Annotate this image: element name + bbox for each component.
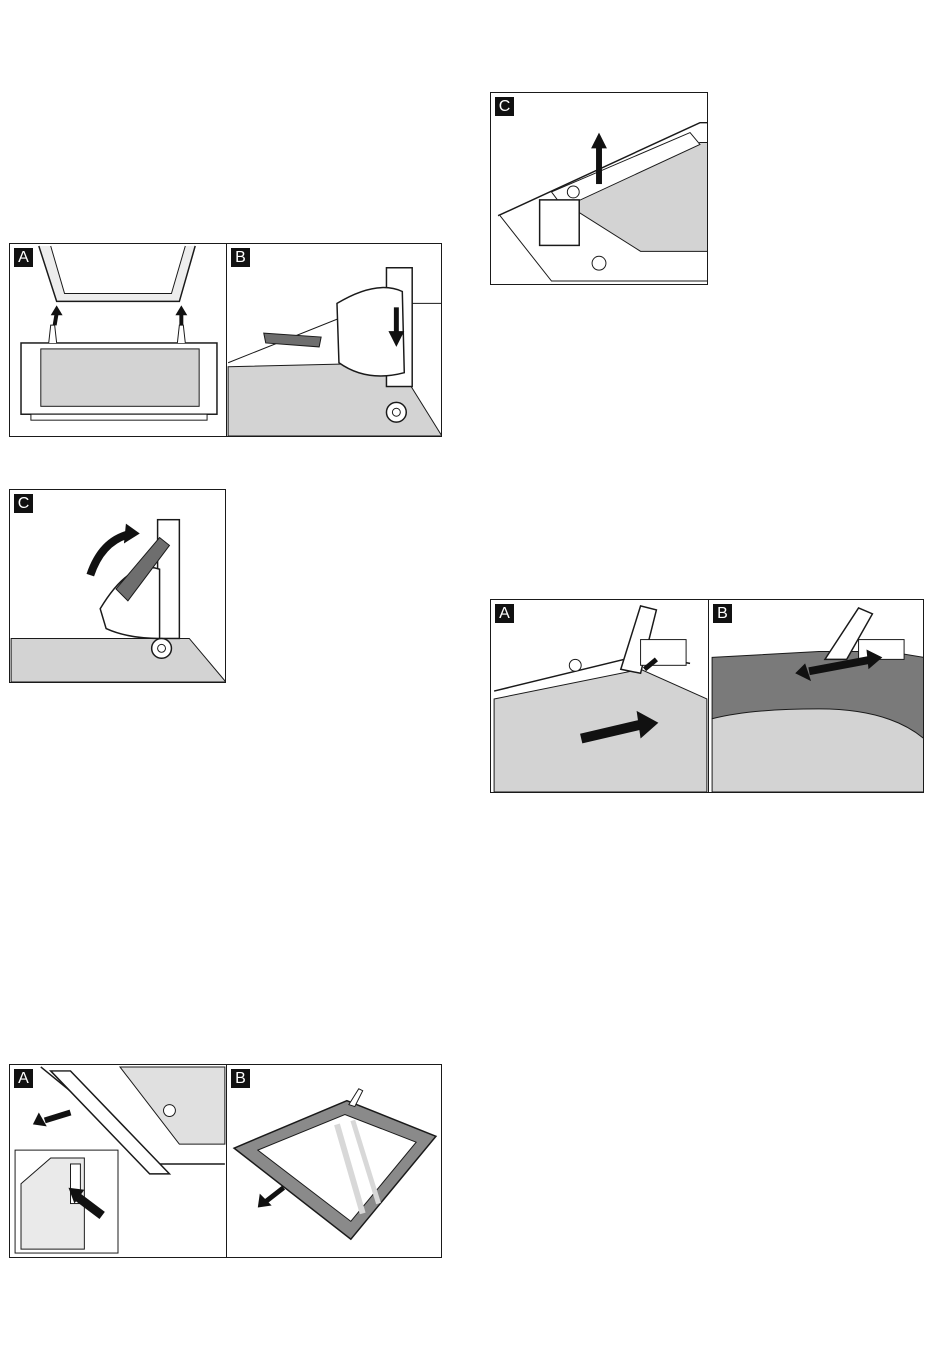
- panel-label: B: [713, 604, 732, 623]
- panel-a-bar-release: A: [10, 1065, 226, 1257]
- door-hinge-illustration: [10, 244, 226, 436]
- lever-up-illustration: [10, 490, 226, 682]
- glass-out-illustration: [227, 1065, 442, 1257]
- panel-c-bracket-lift: C: [491, 93, 708, 284]
- panel-c-lever-up: C: [10, 490, 226, 682]
- bar-release-illustration: [10, 1065, 226, 1257]
- figure-door-hinges-ab: A B: [9, 243, 442, 437]
- figure-glass-insert-ab: A B: [490, 599, 924, 793]
- bracket-lift-illustration: [491, 93, 708, 284]
- panel-b-hinge-lever: B: [227, 244, 442, 436]
- figure-glass-bracket-c: C: [490, 92, 708, 285]
- panel-label: B: [231, 248, 250, 267]
- panel-b-glass-push: B: [709, 600, 924, 792]
- panel-label: A: [495, 604, 514, 623]
- figure-hinge-lever-c: C: [9, 489, 226, 683]
- panel-label: C: [495, 97, 514, 116]
- figure-glass-removal-ab: A B: [9, 1064, 442, 1258]
- panel-label: C: [14, 494, 33, 513]
- panel-a-glass-insert: A: [491, 600, 708, 792]
- hinge-lever-illustration: [227, 244, 442, 436]
- panel-label: B: [231, 1069, 250, 1088]
- panel-label: A: [14, 1069, 33, 1088]
- panel-label: A: [14, 248, 33, 267]
- glass-insert-illustration: [491, 600, 708, 792]
- panel-a-door-hinges: A: [10, 244, 226, 436]
- panel-b-glass-out: B: [227, 1065, 442, 1257]
- glass-push-illustration: [709, 600, 924, 792]
